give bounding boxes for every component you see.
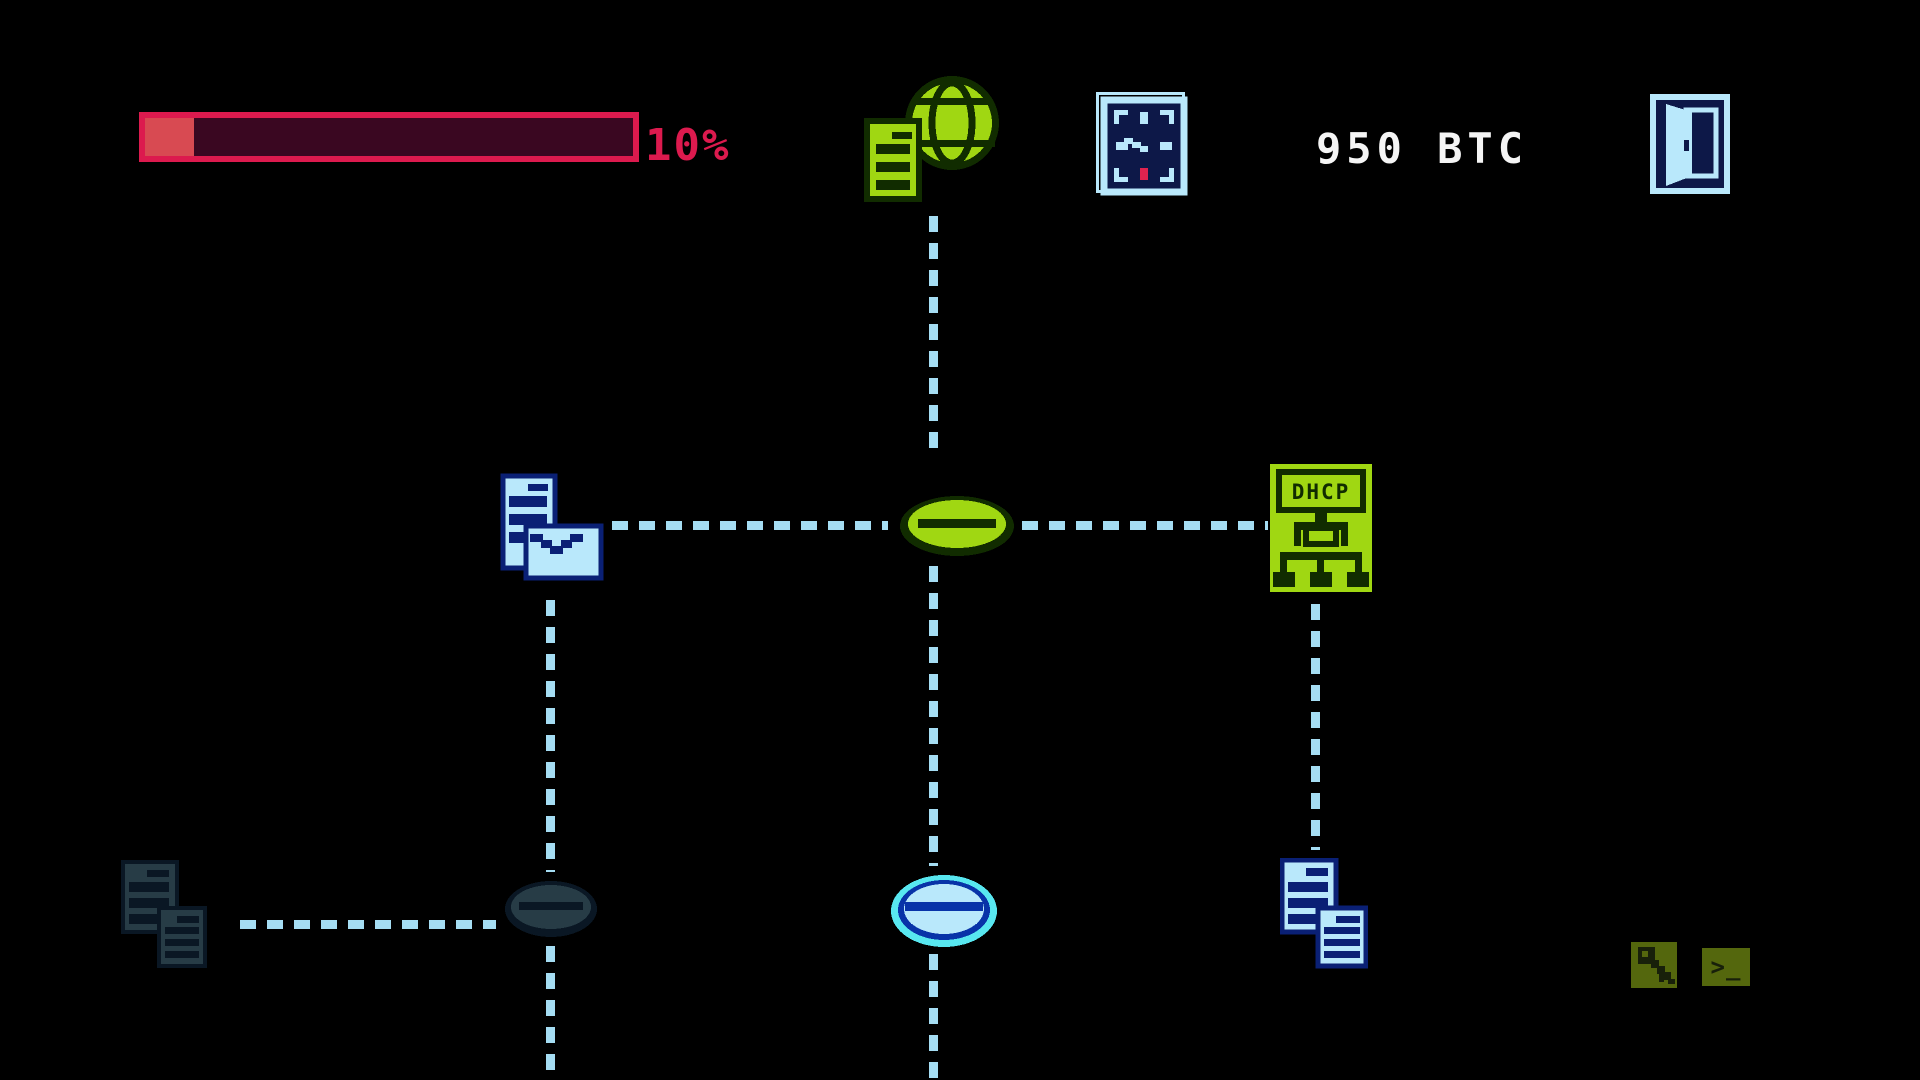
dhcp-node-label: DHCP xyxy=(1291,480,1351,504)
dhcp-tree-icon xyxy=(1270,464,1372,592)
link-hidden-darkdisk xyxy=(240,920,496,929)
open-door-icon xyxy=(1650,94,1730,194)
link-gateway-hub xyxy=(929,216,938,452)
node-dhcp-server[interactable]: DHCP xyxy=(1270,464,1372,592)
trace-progress-label: 10% xyxy=(645,120,731,171)
link-mail-hub xyxy=(612,521,888,530)
node-dark-disk[interactable] xyxy=(504,880,598,938)
server-document-icon xyxy=(1280,858,1368,969)
disk-icon-dark xyxy=(505,881,597,937)
server-envelope-icon xyxy=(500,473,604,581)
link-dhcp-fileserver xyxy=(1311,604,1320,850)
node-hub-disk[interactable] xyxy=(899,495,1015,557)
link-hub-activedisk xyxy=(929,566,938,866)
disk-icon-cyan xyxy=(891,875,997,947)
wallet-balance: 950 BTC xyxy=(1316,124,1529,173)
globe-document-icon xyxy=(864,76,999,202)
link-darkdisk-offscreen xyxy=(546,946,555,1080)
key-tool-button[interactable] xyxy=(1631,942,1677,988)
terminal-prompt-glyph: >_ xyxy=(1710,953,1742,981)
trace-progress-fill xyxy=(145,118,194,156)
link-activedisk-offscreen xyxy=(929,954,938,1080)
key-icon xyxy=(1631,942,1677,988)
terminal-tool-button[interactable]: >_ xyxy=(1702,948,1750,986)
exit-button[interactable] xyxy=(1650,94,1730,194)
clock-icon xyxy=(1096,92,1188,196)
node-file-server[interactable] xyxy=(1280,858,1368,970)
node-mail-server[interactable] xyxy=(500,473,604,583)
dark-server-document-icon xyxy=(121,860,207,968)
node-internet-gateway[interactable] xyxy=(862,74,1002,204)
clock-indicator xyxy=(1096,92,1188,196)
link-mail-darkdisk xyxy=(546,600,555,872)
node-active-disk[interactable] xyxy=(890,874,998,948)
trace-progress-bar xyxy=(139,112,639,162)
link-hub-dhcp xyxy=(1022,521,1268,530)
disk-icon-lime xyxy=(900,496,1014,556)
node-hidden-servers[interactable] xyxy=(121,860,209,968)
